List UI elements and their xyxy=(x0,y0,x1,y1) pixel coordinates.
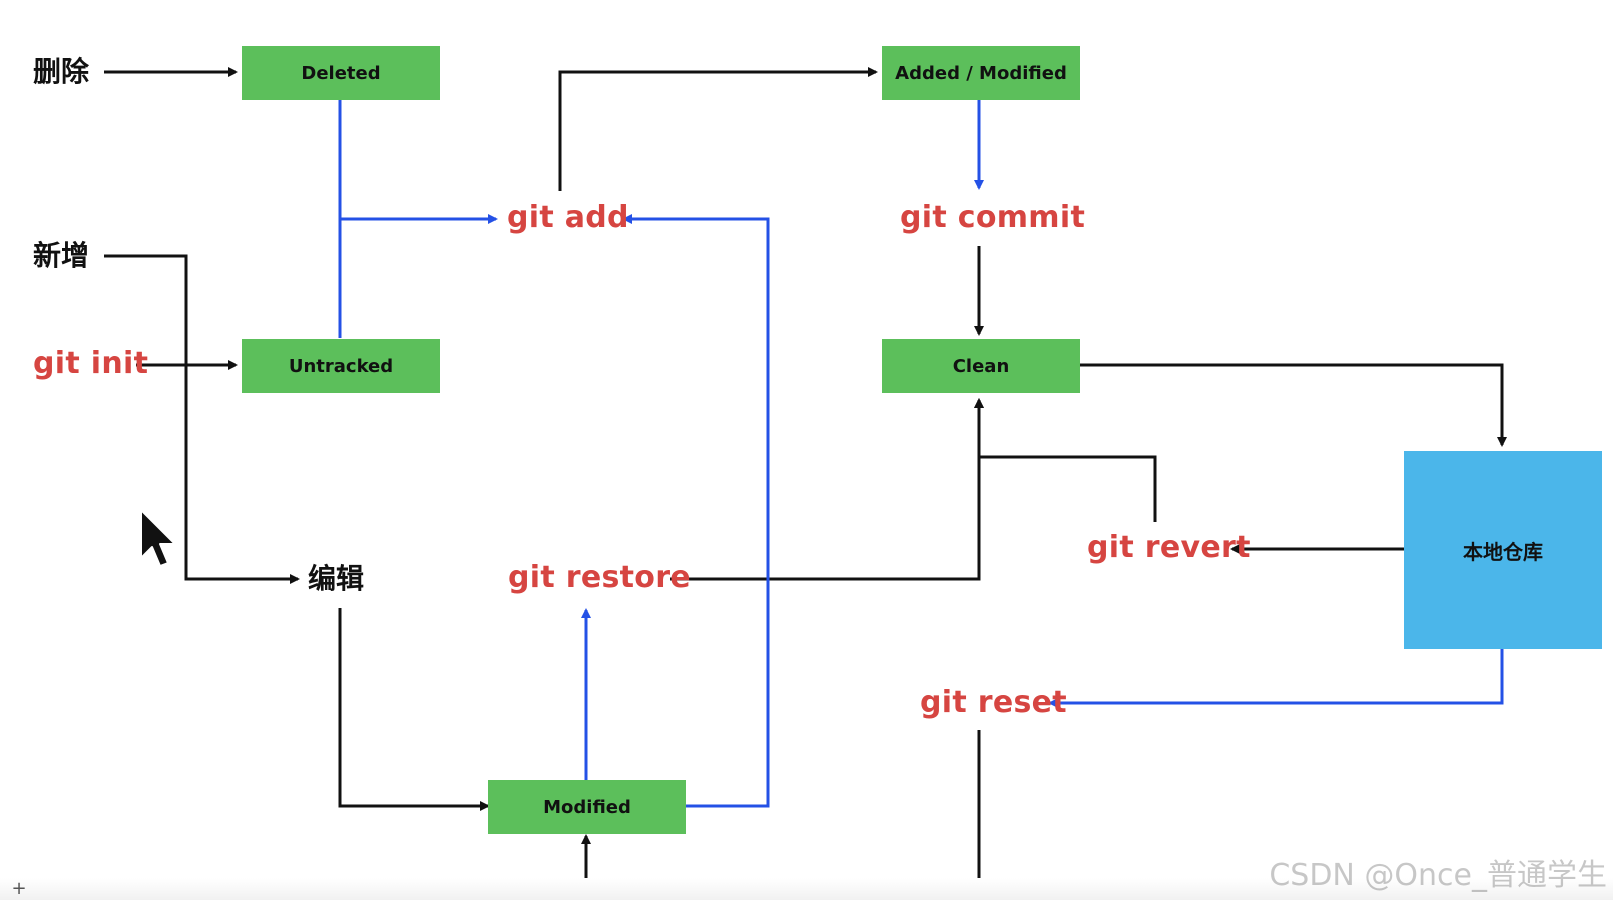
add-page-button[interactable]: + xyxy=(11,878,27,899)
git-revert-command: git revert xyxy=(1087,530,1251,565)
arrow-git-revert-to-clean xyxy=(974,398,1157,522)
arrow-git-add-to-added-modified xyxy=(558,67,878,191)
deleted-state-box: Deleted xyxy=(242,46,440,100)
git-reset-command: git reset xyxy=(920,685,1067,720)
arrow-git-restore-to-clean xyxy=(670,398,984,581)
arrow-add-new-to-edit xyxy=(104,254,300,584)
git-restore-command: git restore xyxy=(508,560,691,595)
mouse-cursor-icon xyxy=(140,509,176,567)
arrow-clean-to-local-repo xyxy=(1080,363,1507,447)
arrow-edit-to-modified xyxy=(338,608,490,811)
arrow-local-repo-to-git-reset xyxy=(1048,646,1504,708)
git-init-command: git init xyxy=(33,346,149,381)
add-new-label: 新增 xyxy=(33,239,90,272)
delete-label: 删除 xyxy=(33,55,90,88)
clean-state-box: Clean xyxy=(882,339,1080,393)
added-modified-state-box: Added / Modified xyxy=(882,46,1080,100)
csdn-watermark: CSDN @Once_普通学生 xyxy=(1269,858,1607,893)
arrow-modified-to-git-add xyxy=(622,214,770,808)
modified-state-box: Modified xyxy=(488,780,686,834)
bottom-toolbar xyxy=(0,878,1613,900)
git-add-command: git add xyxy=(507,200,629,235)
untracked-state-box: Untracked xyxy=(242,339,440,393)
edit-label: 编辑 xyxy=(308,562,365,595)
git-commit-command: git commit xyxy=(900,200,1086,235)
local-repo-box: 本地仓库 xyxy=(1404,451,1602,649)
